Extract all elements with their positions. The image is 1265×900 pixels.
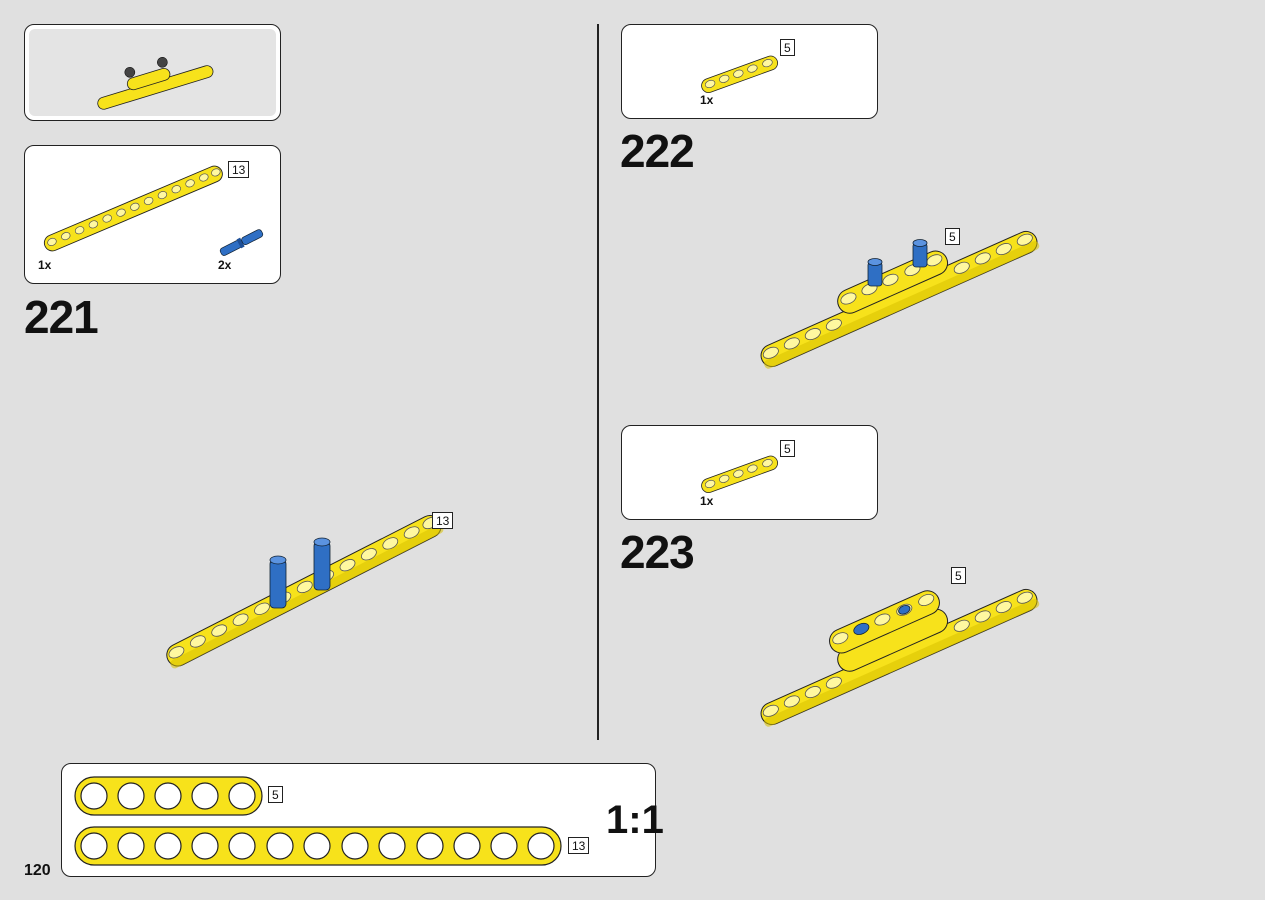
part-quantity: 2x bbox=[218, 258, 232, 272]
step-222-parts-box: 5 1x bbox=[621, 24, 878, 119]
blue-pin-icon bbox=[867, 239, 928, 287]
part-length-tag: 5 bbox=[780, 440, 795, 457]
scale-label: 1:1 bbox=[606, 798, 664, 842]
step-221-parts-box: 13 1x 2x bbox=[24, 145, 281, 284]
step-number: 222 bbox=[620, 125, 695, 177]
beam-13-actual-size-icon bbox=[74, 826, 562, 866]
model-length-tag: 5 bbox=[951, 567, 966, 584]
part-quantity: 1x bbox=[700, 494, 714, 508]
beam-assembly-preview-icon bbox=[97, 57, 214, 110]
step-222-model-icon bbox=[760, 230, 1040, 369]
scale-reference-box: 5 13 1:1 bbox=[61, 763, 664, 877]
model-length-tag: 5 bbox=[945, 228, 960, 245]
beam-5-icon bbox=[701, 455, 778, 494]
part-quantity: 1x bbox=[38, 258, 52, 272]
step-number: 223 bbox=[620, 526, 695, 578]
page-divider bbox=[597, 24, 599, 740]
beam-length-tag: 5 bbox=[268, 786, 283, 803]
part-quantity: 1x bbox=[700, 93, 714, 107]
part-length-tag: 5 bbox=[780, 39, 795, 56]
part-length-tag: 13 bbox=[228, 161, 250, 178]
page-number: 120 bbox=[24, 862, 51, 879]
step-223-model-icon bbox=[760, 588, 1040, 727]
step-221-model-icon bbox=[166, 515, 444, 669]
blue-pin-icon bbox=[269, 537, 331, 609]
step-number: 221 bbox=[24, 291, 99, 343]
beam-13-icon bbox=[43, 165, 223, 252]
beam-5-actual-size-icon bbox=[74, 776, 263, 816]
preview-box bbox=[24, 24, 281, 121]
step-223-parts-box: 5 1x bbox=[621, 425, 878, 520]
blue-pin-icon bbox=[219, 229, 264, 256]
beam-length-tag: 13 bbox=[568, 837, 590, 854]
model-length-tag: 13 bbox=[432, 512, 454, 529]
beam-5-icon bbox=[701, 55, 778, 94]
